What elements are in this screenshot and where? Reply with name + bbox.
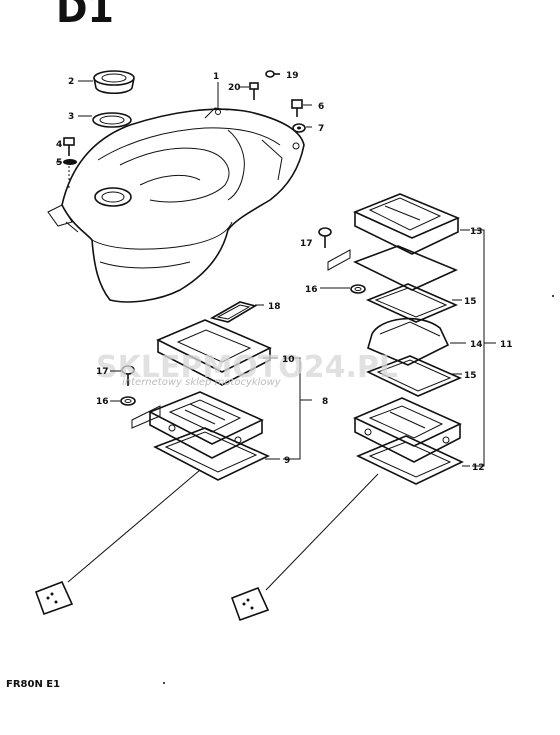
right-fuel-level-sender: [230, 473, 379, 622]
watermark-tagline: internetowy sklep motocyklowy: [122, 377, 282, 388]
watermark: SKLEPMOTO24.PL internetowy sklep motocyk…: [96, 350, 398, 388]
callout-16-right: 16: [305, 285, 318, 295]
part-18-gasket: [209, 301, 258, 323]
part-3-gasket-ring: [92, 112, 132, 128]
callout-7: 7: [318, 124, 324, 134]
part-12-pump-body: [353, 397, 464, 485]
part-17-screw-right: [318, 227, 332, 248]
watermark-brand: SKLEPMOTO24.PL: [96, 350, 398, 385]
part-15-gasket-lower: [365, 355, 463, 397]
callout-13: 13: [470, 227, 483, 237]
callout-9: 9: [284, 456, 290, 466]
callout-8: 8: [322, 397, 328, 407]
callout-4: 4: [56, 140, 62, 150]
part-6-bolt: [291, 99, 303, 117]
callout-5: 5: [56, 158, 62, 168]
leader-lines: [56, 82, 350, 402]
fuel-tank: [47, 107, 305, 303]
callout-1: 1: [213, 72, 219, 82]
callout-15-upper: 15: [464, 297, 477, 307]
part-7-grommet: [292, 123, 306, 133]
part-16-washer-left: [120, 396, 136, 406]
left-fuel-level-sender: [34, 469, 201, 616]
part-10-cover: [156, 319, 272, 386]
part-17-screw-left: [121, 365, 135, 386]
part-15-gasket-upper: [365, 283, 459, 323]
callout-3: 3: [68, 112, 74, 122]
callout-19: 19: [286, 71, 299, 81]
callout-2: 2: [68, 77, 74, 87]
callout-16-left: 16: [96, 397, 109, 407]
section-code: D1: [56, 0, 114, 31]
callout-14: 14: [470, 340, 483, 350]
callout-6: 6: [318, 102, 324, 112]
callout-17-left: 17: [96, 367, 109, 377]
part-16-washer-right: [350, 284, 366, 294]
part-14-diaphragm: [367, 317, 450, 366]
model-footer: FR80N E1: [6, 679, 60, 690]
part-13-cover: [352, 193, 461, 255]
callout-12: 12: [472, 463, 485, 473]
part-20-screw: [249, 82, 259, 100]
part-2-cap: [93, 70, 135, 95]
callout-10: 10: [282, 355, 295, 365]
callout-11: 11: [500, 340, 513, 350]
callout-15-lower: 15: [464, 371, 477, 381]
part-5-washer: [63, 159, 77, 165]
callout-labels: 1 2 3 4 5 6 7 8 9 10 11 12 13 14 15 15 1…: [56, 71, 513, 473]
callout-18: 18: [268, 302, 281, 312]
part-9-pump-body: [148, 391, 270, 481]
part-19-clip: [265, 70, 280, 78]
callout-17-right: 17: [300, 239, 313, 249]
callout-20: 20: [228, 83, 241, 93]
part-4-bolt: [63, 137, 75, 156]
